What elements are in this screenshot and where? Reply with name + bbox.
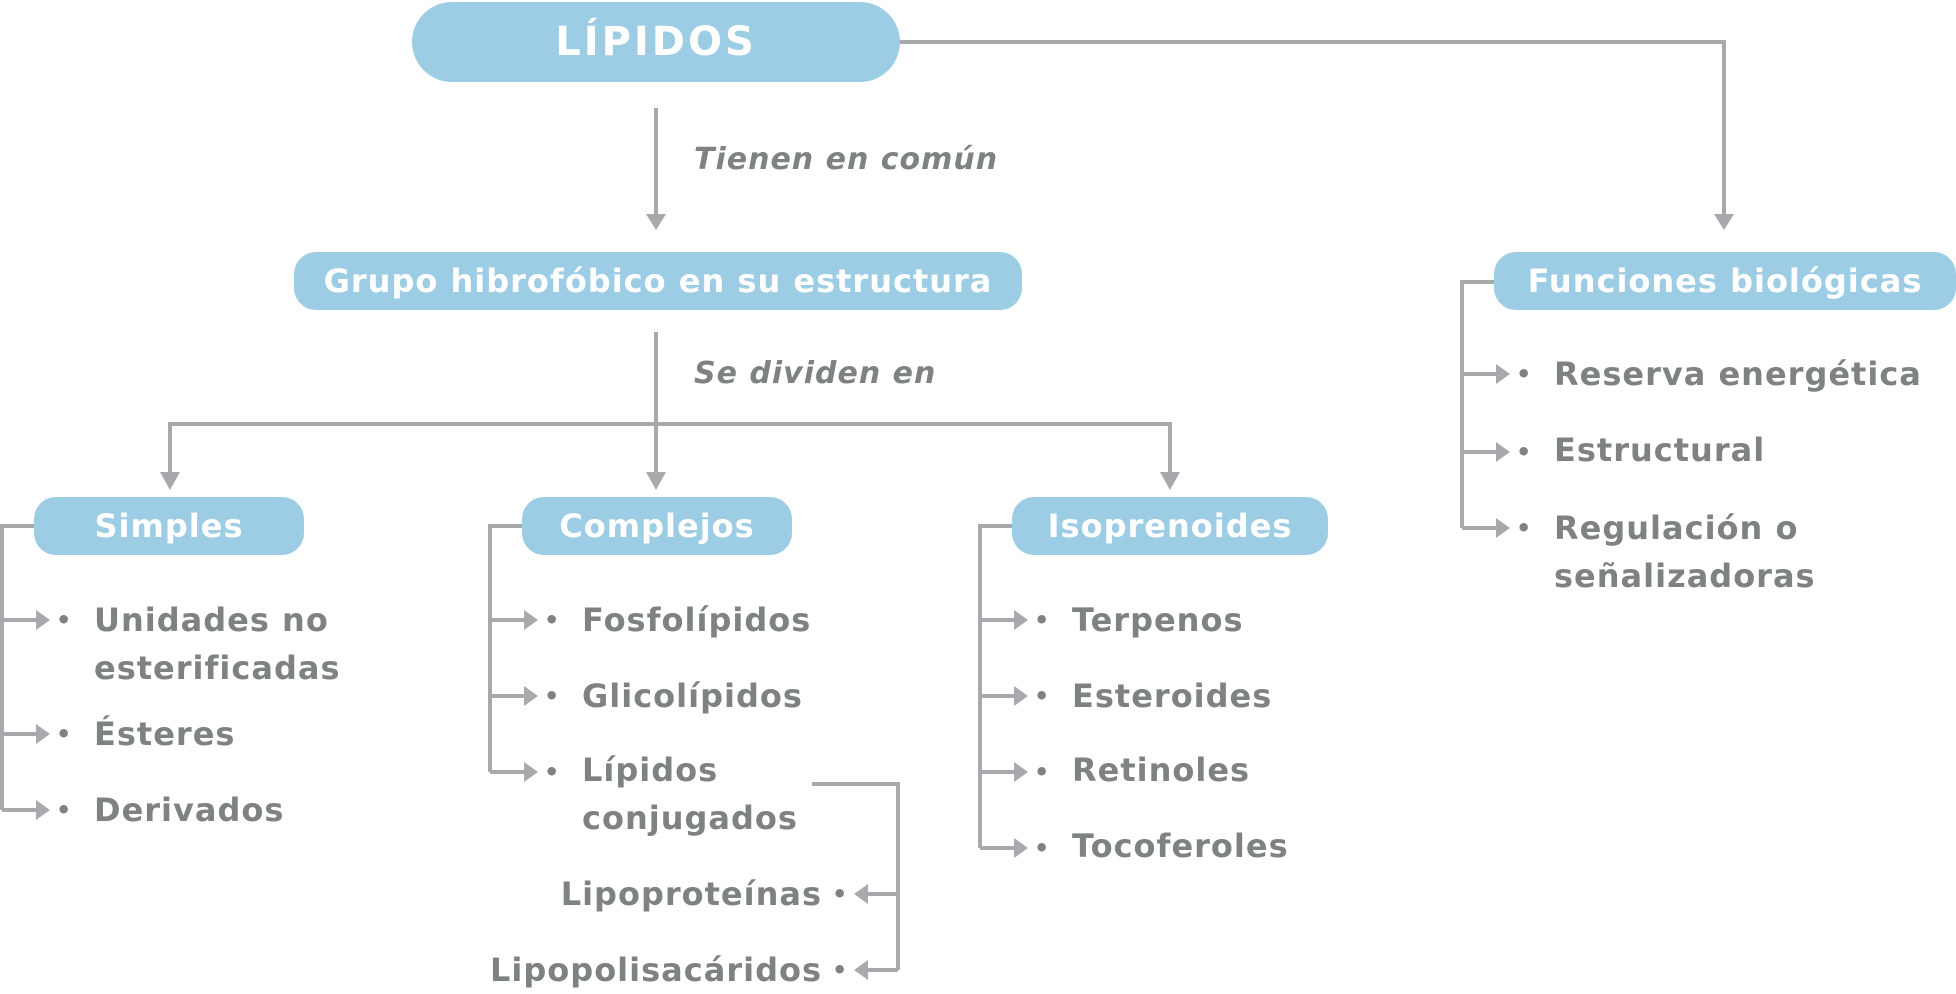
line-root-funciones bbox=[900, 40, 1726, 214]
list-item-funciones-1: Reserva energética bbox=[1554, 355, 1922, 393]
list-item-simples-1b: esterificadas bbox=[94, 649, 341, 687]
list-item-isoprenoides-3: Retinoles bbox=[1072, 751, 1251, 789]
list-item-complejos-1: Fosfolípidos bbox=[582, 601, 812, 639]
node-funciones: Funciones biológicas bbox=[1494, 252, 1956, 310]
line-conjugados-bracket bbox=[812, 782, 900, 970]
list-item-complejos-3b: conjugados bbox=[582, 799, 798, 837]
line-isoprenoides-bracket bbox=[978, 524, 1014, 848]
list-item-sub-lipopolisacaridos: Lipopolisacáridos bbox=[490, 951, 822, 989]
node-complejos: Complejos bbox=[522, 497, 792, 555]
list-item-simples-1a: Unidades no bbox=[94, 601, 329, 639]
root-node-lipidos: LÍPIDOS bbox=[412, 2, 900, 82]
node-simples: Simples bbox=[34, 497, 304, 555]
line-branch-bar bbox=[168, 422, 1172, 472]
list-item-simples-2: Ésteres bbox=[94, 715, 236, 753]
line-complejos-bracket bbox=[488, 524, 524, 772]
line-funciones-bracket bbox=[1460, 280, 1496, 528]
line-simples-bracket bbox=[0, 524, 36, 810]
node-isoprenoides: Isoprenoides bbox=[1012, 497, 1328, 555]
list-item-funciones-3a: Regulación o bbox=[1554, 509, 1799, 547]
list-item-simples-3: Derivados bbox=[94, 791, 285, 829]
list-item-isoprenoides-4: Tocoferoles bbox=[1072, 827, 1289, 865]
connector-label-dividen: Se dividen en bbox=[694, 356, 937, 391]
list-item-isoprenoides-2: Esteroides bbox=[1072, 677, 1273, 715]
list-item-funciones-2: Estructural bbox=[1554, 431, 1766, 469]
list-item-funciones-3b: señalizadoras bbox=[1554, 557, 1816, 595]
connector-label-tienen: Tienen en común bbox=[694, 142, 999, 177]
list-item-complejos-3a: Lípidos bbox=[582, 751, 719, 789]
list-item-sub-lipoproteinas: Lipoproteínas bbox=[560, 875, 822, 913]
node-grupo: Grupo hibrofóbico en su estructura bbox=[294, 252, 1022, 310]
list-item-isoprenoides-1: Terpenos bbox=[1072, 601, 1244, 639]
list-item-complejos-2: Glicolípidos bbox=[582, 677, 803, 715]
